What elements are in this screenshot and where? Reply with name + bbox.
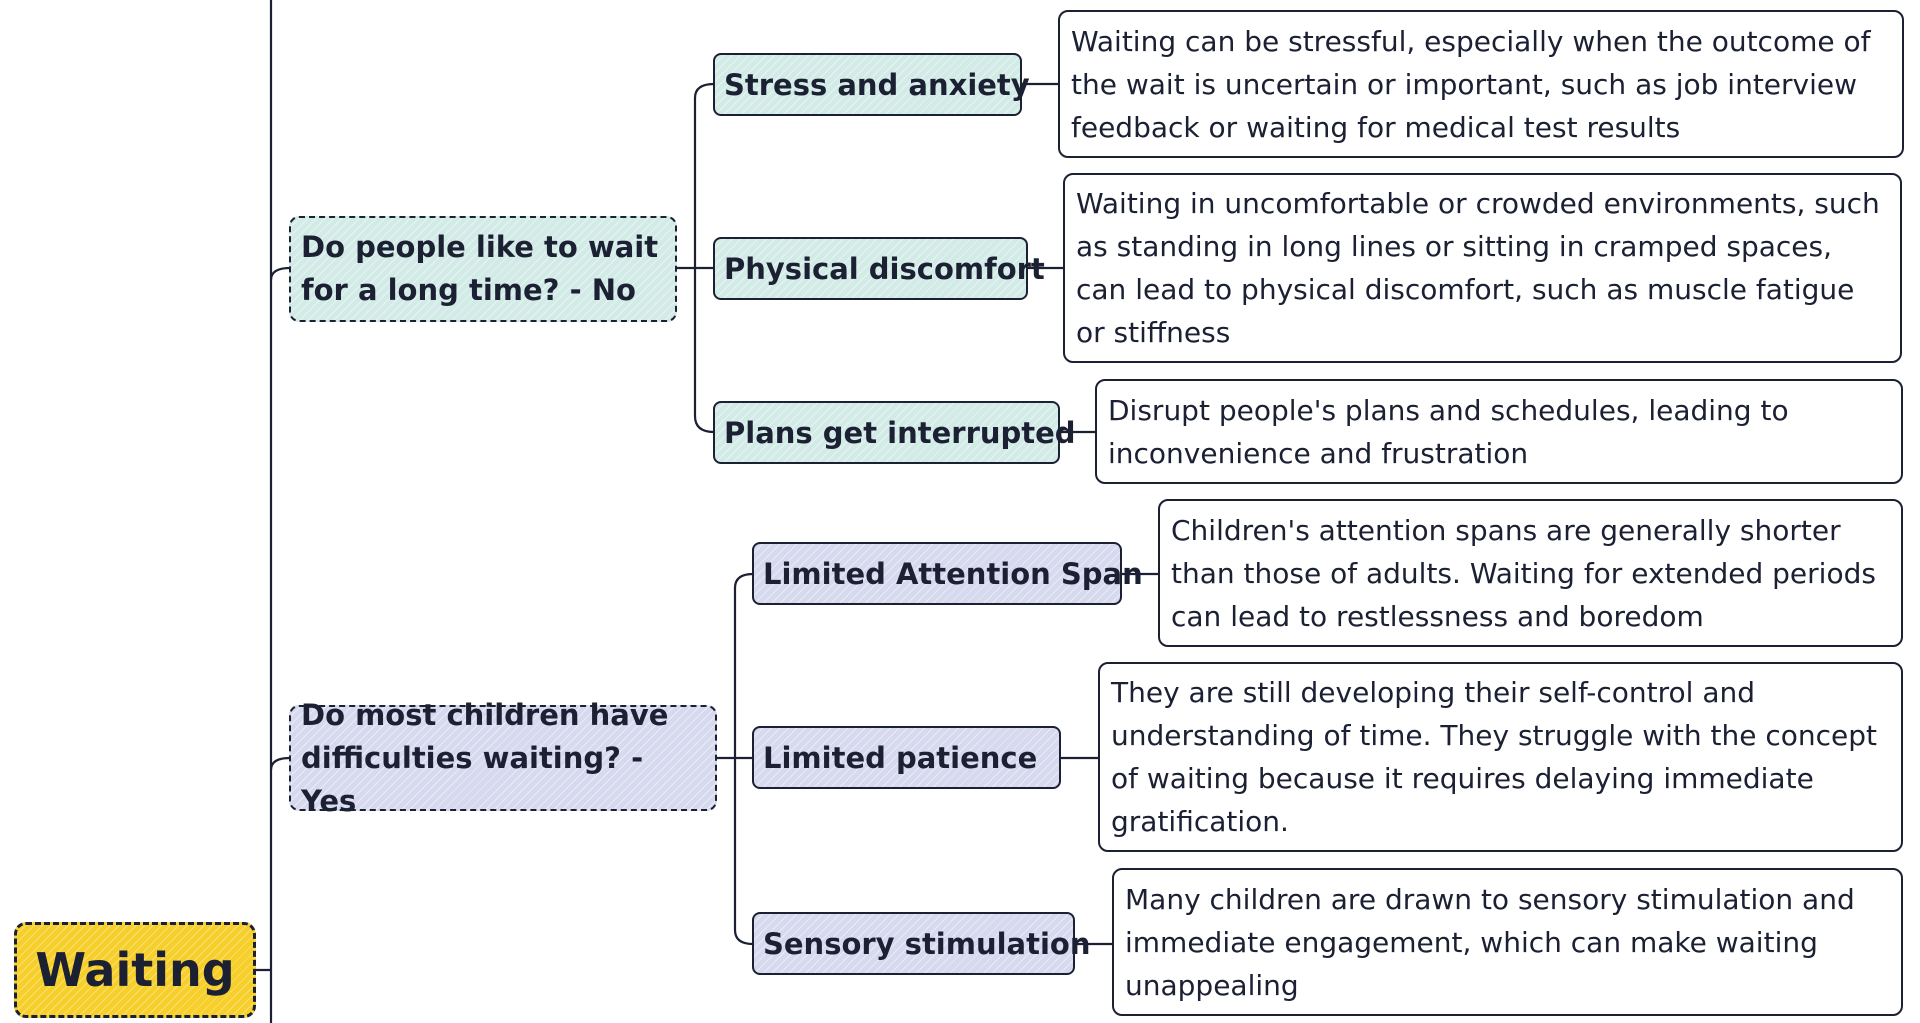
detail-text: Waiting in uncomfortable or crowded envi…	[1076, 187, 1880, 349]
detail-limited-patience: They are still developing their self-con…	[1098, 662, 1903, 852]
topic-limited-patience[interactable]: Limited patience	[752, 726, 1061, 789]
q1-to-t3	[693, 414, 716, 434]
topic-label: Sensory stimulation	[763, 926, 1091, 961]
question-node-children[interactable]: Do most children have difficulties waiti…	[289, 698, 717, 818]
topic-label: Limited patience	[763, 740, 1038, 775]
topic-limited-attention-span[interactable]: Limited Attention Span	[752, 542, 1143, 605]
detail-text: Many children are drawn to sensory stimu…	[1125, 882, 1855, 1002]
q2-to-t6	[733, 928, 755, 946]
root-label: Waiting	[35, 943, 235, 997]
topic-label: Physical discomfort	[724, 251, 1045, 286]
detail-sensory-stimulation: Many children are drawn to sensory stimu…	[1112, 868, 1903, 1016]
root-node[interactable]: Waiting	[14, 922, 256, 1018]
topic-label: Limited Attention Span	[763, 556, 1143, 591]
detail-plans-get-interrupted: Disrupt people's plans and schedules, le…	[1095, 379, 1903, 484]
topic-physical-discomfort[interactable]: Physical discomfort	[713, 237, 1045, 300]
detail-text: They are still developing their self-con…	[1111, 676, 1878, 838]
question-label: Do most children have difficulties waiti…	[301, 697, 669, 818]
topic-stress-and-anxiety[interactable]: Stress and anxiety	[713, 53, 1030, 116]
detail-stress-and-anxiety: Waiting can be stressful, especially whe…	[1058, 10, 1904, 158]
detail-text: Waiting can be stressful, especially whe…	[1071, 24, 1871, 144]
detail-text: Disrupt people's plans and schedules, le…	[1108, 393, 1789, 470]
q1-to-t1	[693, 82, 716, 100]
topic-sensory-stimulation[interactable]: Sensory stimulation	[752, 912, 1091, 975]
question-node-people[interactable]: Do people like to wait for a long time? …	[289, 216, 677, 322]
q2-to-t4	[733, 572, 755, 590]
question-label: Do people like to wait for a long time? …	[301, 230, 659, 307]
topic-label: Stress and anxiety	[724, 67, 1030, 102]
detail-limited-attention-span: Children's attention spans are generally…	[1158, 499, 1903, 647]
detail-physical-discomfort: Waiting in uncomfortable or crowded envi…	[1063, 173, 1902, 363]
topic-plans-get-interrupted[interactable]: Plans get interrupted	[713, 401, 1076, 464]
topic-label: Plans get interrupted	[724, 415, 1076, 450]
trunk-to-q2	[269, 756, 292, 772]
detail-text: Children's attention spans are generally…	[1171, 513, 1876, 633]
trunk-to-q1	[269, 266, 292, 282]
